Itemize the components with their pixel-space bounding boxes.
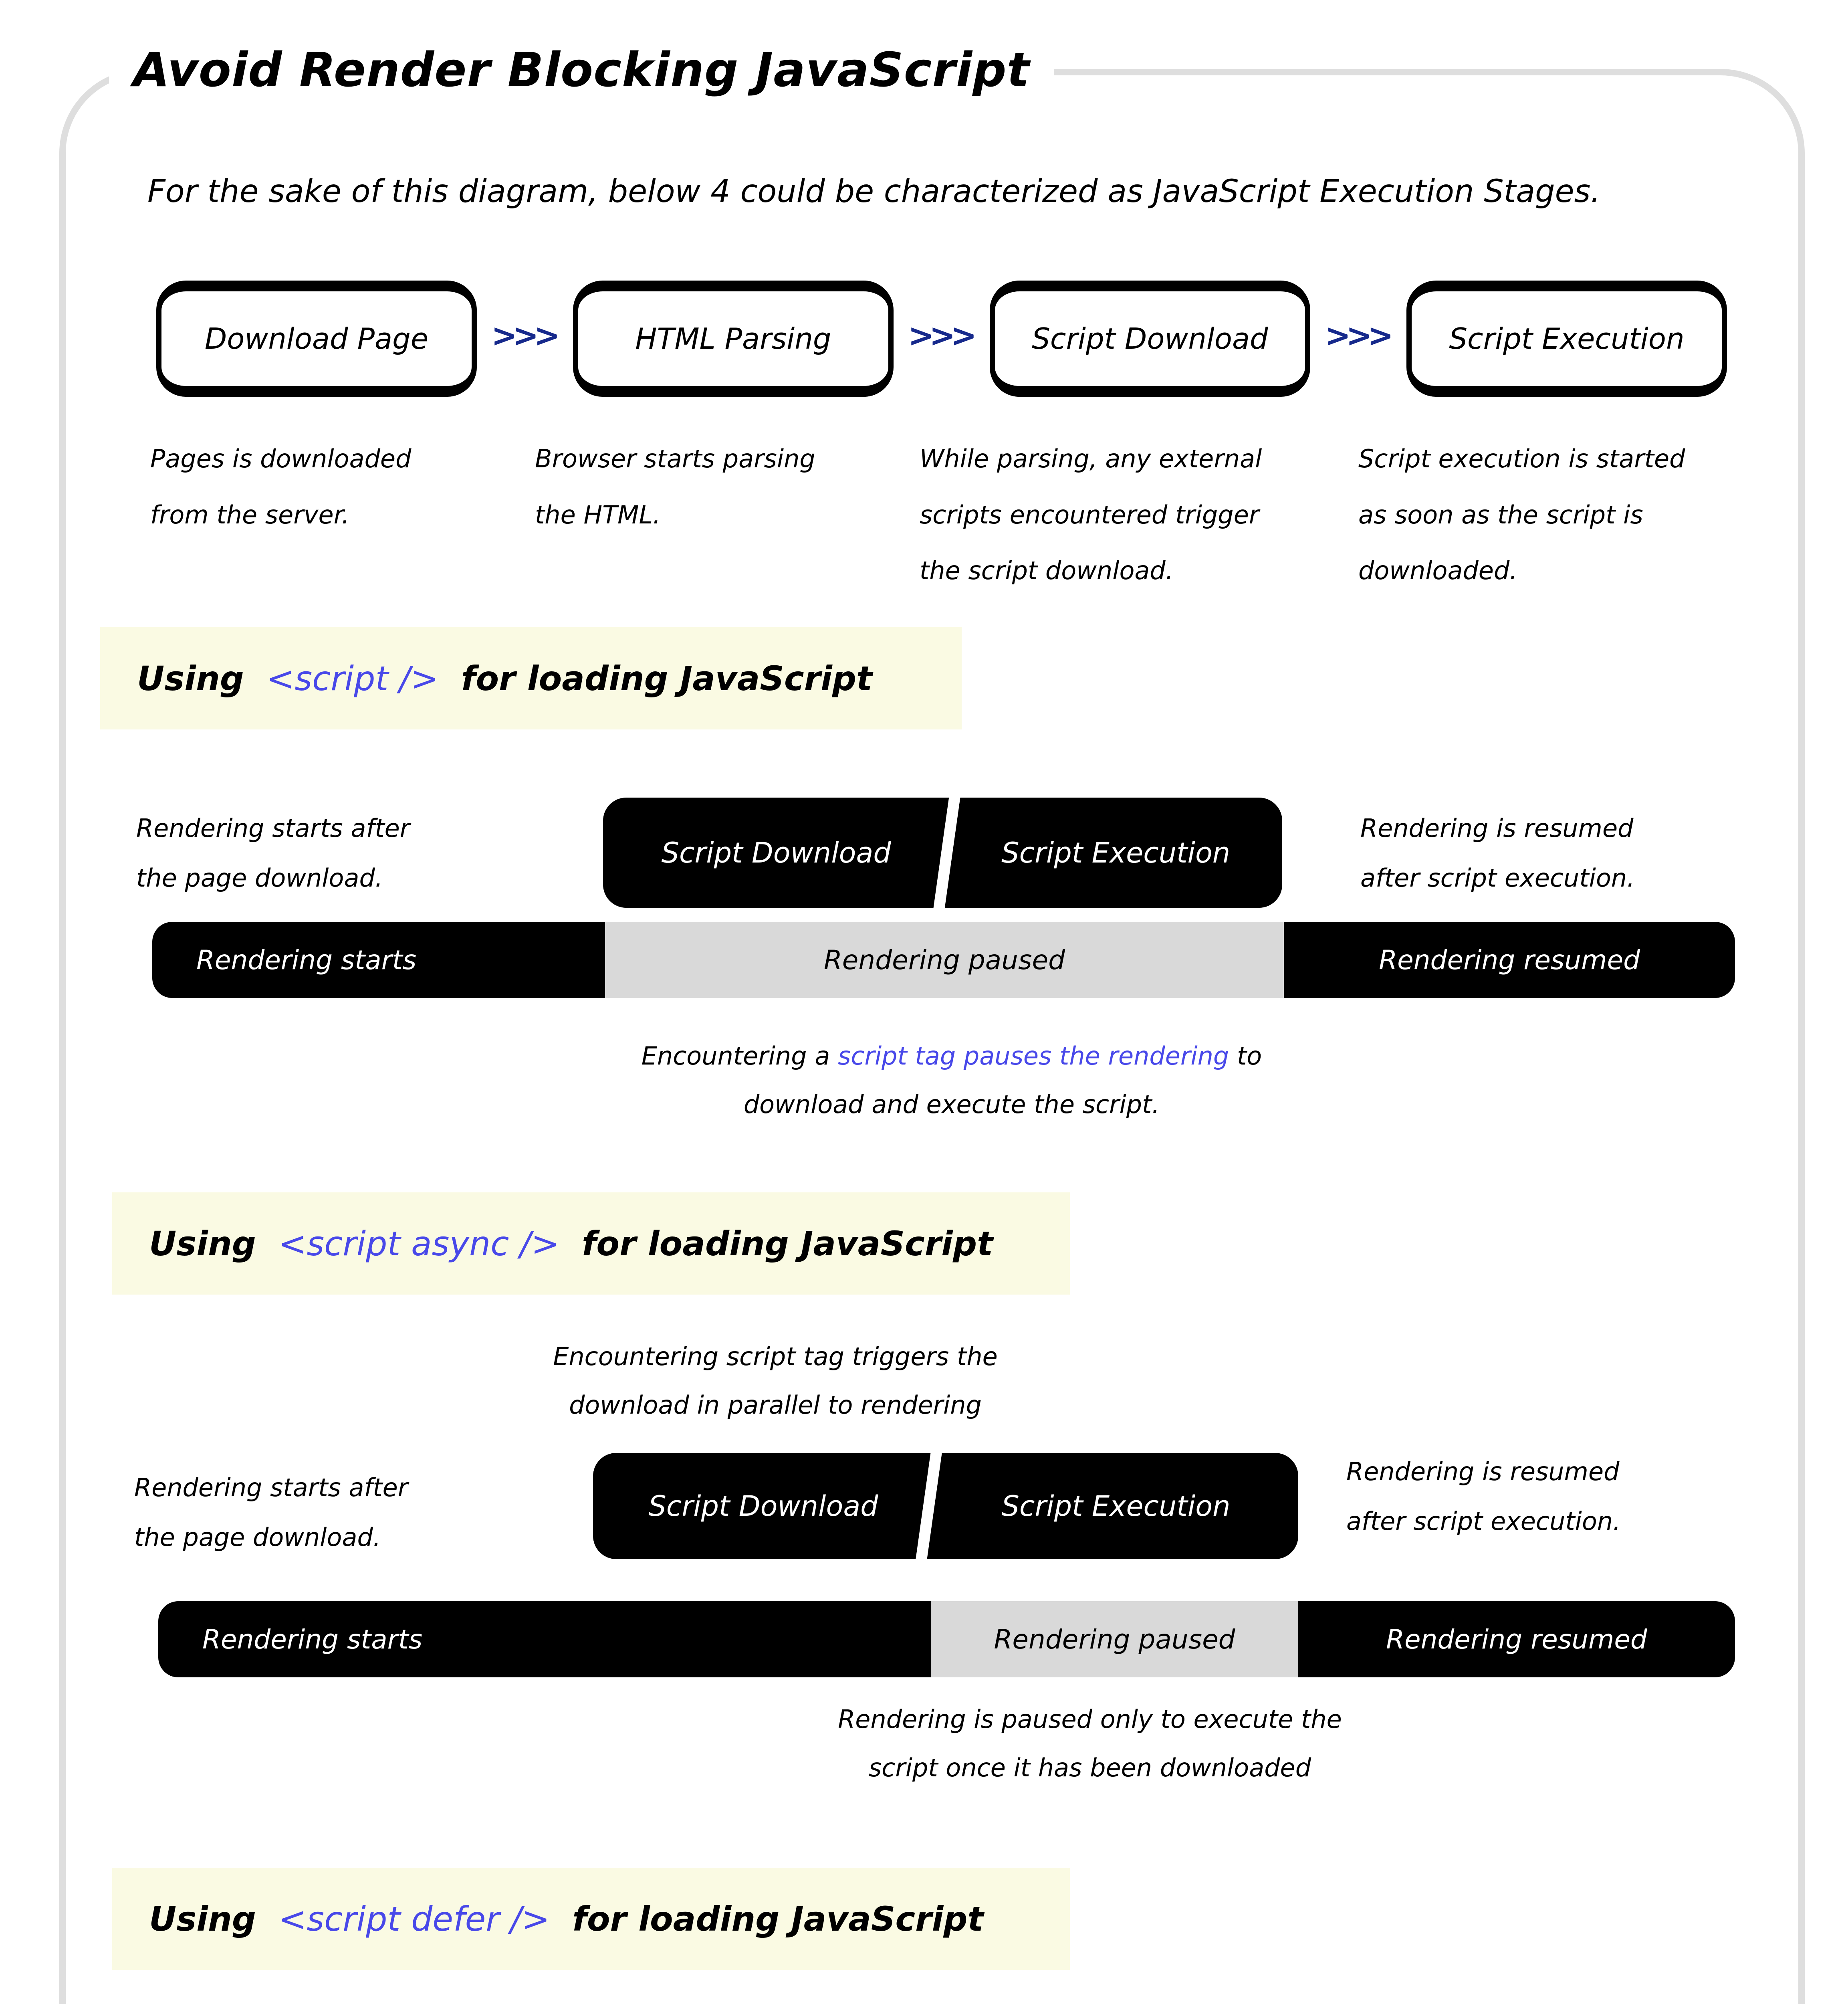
- stage-flow: Download Page >>> HTML Parsing >>> Scrip…: [156, 281, 1727, 397]
- flow-arrow-icon: >>>: [1324, 318, 1394, 354]
- caption-async: Rendering is paused only to execute the …: [838, 1705, 1342, 1782]
- section-heading-async: Using <script async /> for loading JavaS…: [112, 1192, 1070, 1295]
- heading-prefix: Using: [149, 1224, 256, 1263]
- timeline-bar-async: Rendering starts Rendering paused Render…: [158, 1601, 1735, 1677]
- heading-code-script-tag: <script />: [266, 659, 439, 698]
- timeline-segment-rendering-paused: Rendering paused: [931, 1601, 1298, 1677]
- stage-box-script-execution: Script Execution: [1406, 281, 1727, 397]
- stage-description-download-page: Pages is downloaded from the server.: [150, 444, 412, 529]
- caption-highlight: script tag pauses the rendering: [838, 1041, 1229, 1071]
- stage-box-script-download: Script Download: [989, 281, 1310, 397]
- timeline-segment-rendering-resumed: Rendering resumed: [1284, 922, 1735, 998]
- stage-description-html-parsing: Browser starts parsing the HTML.: [535, 444, 815, 529]
- section-heading-script: Using <script /> for loading JavaScript: [100, 627, 962, 729]
- caption-script: Encountering a script tag pauses the ren…: [581, 1032, 1322, 1129]
- caption-script-line1: Encountering a script tag pauses the ren…: [581, 1032, 1322, 1081]
- heading-code-script-defer-tag: <script defer />: [278, 1899, 550, 1939]
- heading-suffix: for loading JavaScript: [581, 1224, 993, 1263]
- script-execution-box: Script Execution: [1001, 836, 1231, 869]
- script-execution-box: Script Execution: [1001, 1489, 1231, 1523]
- stage-box-html-parsing: HTML Parsing: [573, 281, 894, 397]
- page-subtitle: For the sake of this diagram, below 4 co…: [147, 174, 1601, 210]
- note-rendering-resumed-script: Rendering is resumed after script execut…: [1360, 814, 1635, 893]
- caption-async-trigger: Encountering script tag triggers the dow…: [553, 1342, 998, 1420]
- heading-suffix: for loading JavaScript: [461, 659, 873, 698]
- stage-description-script-download: While parsing, any external scripts enco…: [920, 444, 1262, 585]
- heading-prefix: Using: [149, 1899, 256, 1939]
- page-title: Avoid Render Blocking JavaScript: [109, 31, 1054, 109]
- heading-code-script-async-tag: <script async />: [278, 1224, 559, 1263]
- heading-prefix: Using: [137, 659, 244, 698]
- timeline-bar-script: Rendering starts Rendering paused Render…: [152, 922, 1735, 998]
- flow-arrow-icon: >>>: [491, 318, 560, 354]
- script-download-box: Script Download: [648, 1489, 878, 1523]
- flow-arrow-icon: >>>: [908, 318, 977, 354]
- async-download-execution-pill: Script Download Script Execution: [593, 1453, 1298, 1559]
- note-rendering-resumed-async: Rendering is resumed after script execut…: [1346, 1457, 1621, 1536]
- timeline-segment-rendering-starts: Rendering starts: [152, 922, 605, 998]
- script-download-execution-pill: Script Download Script Execution: [603, 798, 1282, 908]
- heading-suffix: for loading JavaScript: [572, 1899, 984, 1939]
- caption-text: Encountering a: [641, 1041, 830, 1071]
- section-heading-defer: Using <script defer /> for loading JavaS…: [112, 1868, 1070, 1970]
- timeline-segment-rendering-starts: Rendering starts: [158, 1601, 931, 1677]
- script-download-box: Script Download: [661, 836, 891, 869]
- caption-text: to: [1237, 1041, 1262, 1071]
- note-rendering-starts-script: Rendering starts after the page download…: [136, 814, 410, 893]
- stage-box-download-page: Download Page: [156, 281, 477, 397]
- stage-description-script-execution: Script execution is started as soon as t…: [1358, 444, 1685, 585]
- timeline-segment-rendering-paused: Rendering paused: [605, 922, 1284, 998]
- timeline-segment-rendering-resumed: Rendering resumed: [1298, 1601, 1735, 1677]
- caption-script-line2: download and execute the script.: [743, 1089, 1160, 1119]
- note-rendering-starts-async: Rendering starts after the page download…: [134, 1473, 408, 1552]
